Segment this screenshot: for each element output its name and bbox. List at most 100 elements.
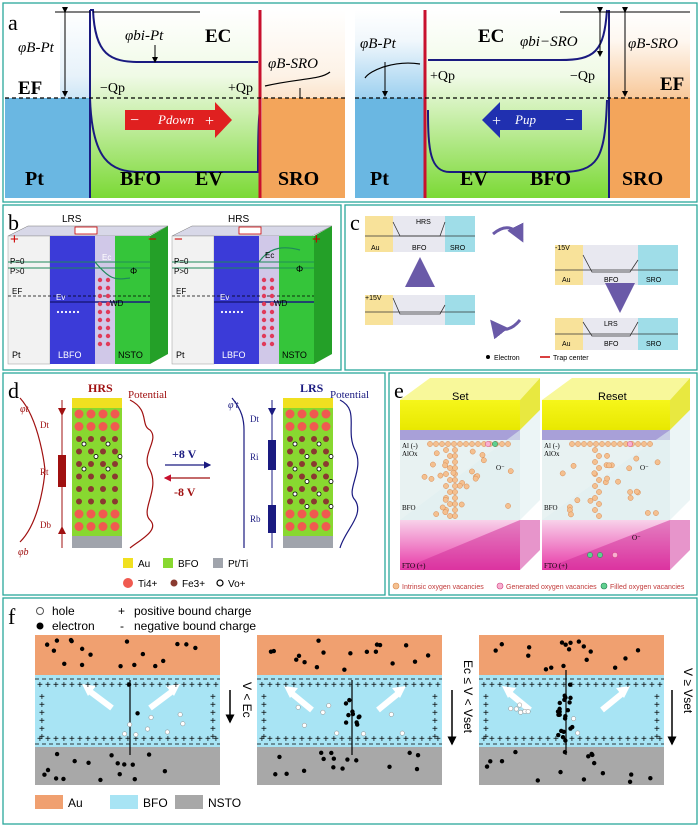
b-right-p0: P=0 bbox=[174, 257, 189, 266]
vo-vacancy bbox=[329, 480, 333, 484]
electron bbox=[500, 642, 504, 646]
oxygen-vacancy bbox=[451, 441, 456, 446]
fe-ion bbox=[299, 436, 305, 442]
oxygen-vacancy bbox=[452, 513, 457, 518]
bound-charge: + bbox=[141, 734, 147, 745]
fe-ion bbox=[311, 486, 317, 492]
b-right-minus: − bbox=[174, 231, 183, 248]
d-legend-vo-marker bbox=[217, 580, 223, 586]
a-left-neg-qp: −Qp bbox=[100, 81, 125, 96]
oxygen-vacancy bbox=[596, 501, 601, 506]
a-right-ef: EF bbox=[660, 74, 684, 95]
bound-charge: + bbox=[85, 680, 91, 691]
oxygen-vacancy bbox=[473, 476, 478, 481]
bound-charge: + bbox=[259, 680, 265, 691]
b-right-lbfo: LBFO bbox=[222, 350, 246, 360]
a-left-pdown: Pdown bbox=[157, 112, 194, 127]
bound-charge: + bbox=[489, 734, 495, 745]
oxygen-vacancy bbox=[568, 512, 573, 517]
hole bbox=[361, 732, 365, 736]
d-lrs-diode bbox=[268, 408, 276, 416]
bound-charge: + bbox=[601, 734, 607, 745]
ti-ion bbox=[87, 522, 96, 531]
carrier-dot bbox=[61, 311, 63, 313]
vo-vacancy bbox=[94, 455, 98, 459]
oxygen-vacancy bbox=[592, 483, 597, 488]
electron bbox=[42, 772, 46, 776]
ti-ion bbox=[322, 410, 331, 419]
a-left-plus: + bbox=[205, 113, 214, 130]
bound-charge: + bbox=[213, 680, 219, 691]
d-legend-ti-marker bbox=[123, 578, 133, 588]
ti-ion bbox=[298, 410, 307, 419]
electron bbox=[563, 716, 567, 720]
b-right-nsto: NSTO bbox=[282, 350, 307, 360]
electron bbox=[485, 764, 489, 768]
electron bbox=[365, 650, 369, 654]
oxygen-vacancy bbox=[588, 498, 593, 503]
carrier-dot bbox=[221, 311, 223, 313]
e-reset: Reset bbox=[598, 391, 627, 403]
fe-ion bbox=[287, 461, 293, 467]
oxygen-vacancy bbox=[634, 489, 639, 494]
oxygen-vacancy bbox=[635, 441, 640, 446]
bound-charge: + bbox=[149, 680, 155, 691]
fe-ion bbox=[88, 474, 94, 480]
ti-ion bbox=[322, 522, 331, 531]
bound-charge: + bbox=[657, 680, 663, 691]
oxygen-vacancy bbox=[615, 479, 620, 484]
electron bbox=[122, 762, 126, 766]
fe-ion bbox=[88, 449, 94, 455]
d-lrs-barrier bbox=[232, 398, 244, 548]
oxygen-vacancy bbox=[596, 477, 601, 482]
f-legend-nsto: NSTO bbox=[208, 796, 241, 810]
d-dt: Dt bbox=[40, 420, 49, 430]
panel-a-letter: a bbox=[8, 10, 18, 35]
hole bbox=[302, 723, 306, 727]
bound-charge: + bbox=[483, 732, 489, 743]
bound-charge: + bbox=[521, 734, 527, 745]
electron bbox=[88, 652, 92, 656]
electron bbox=[549, 665, 553, 669]
bound-charge: + bbox=[77, 734, 83, 745]
electron bbox=[559, 729, 563, 733]
vo-vacancy bbox=[82, 467, 86, 471]
electron bbox=[132, 663, 136, 667]
c-legend-trap: Trap center bbox=[553, 355, 589, 362]
carrier-dot bbox=[229, 311, 231, 313]
hole bbox=[334, 731, 338, 735]
d-legend-ti: Ti4+ bbox=[138, 579, 158, 590]
vo-vacancy bbox=[293, 442, 297, 446]
hole bbox=[575, 731, 579, 735]
defect-dot bbox=[106, 302, 110, 306]
oxygen-vacancy bbox=[445, 441, 450, 446]
c-hrs-bfo: BFO bbox=[412, 245, 427, 252]
hole bbox=[389, 712, 393, 716]
bound-charge: + bbox=[109, 734, 115, 745]
fe-ion bbox=[112, 461, 118, 467]
bound-charge: + bbox=[315, 734, 321, 745]
d-phi-t-prime: φ't bbox=[228, 400, 239, 411]
fe-ion bbox=[323, 436, 329, 442]
bound-charge: + bbox=[283, 680, 289, 691]
vo-vacancy bbox=[329, 455, 333, 459]
oxygen-vacancy bbox=[439, 441, 444, 446]
electron bbox=[387, 765, 391, 769]
bound-charge: + bbox=[37, 680, 43, 691]
electron bbox=[589, 649, 593, 653]
f-panel-2 bbox=[257, 635, 442, 785]
a-right-plus: + bbox=[492, 113, 501, 130]
ti-ion bbox=[322, 422, 331, 431]
electron bbox=[69, 638, 73, 642]
vo-vacancy bbox=[317, 442, 321, 446]
electron bbox=[302, 769, 306, 773]
f-legend-electron-marker bbox=[37, 623, 44, 630]
electron bbox=[568, 726, 572, 730]
b-right-pt: Pt bbox=[176, 350, 185, 360]
oxygen-vacancy bbox=[447, 477, 452, 482]
oxygen-vacancy bbox=[505, 441, 510, 446]
d-legend-bfo-swatch bbox=[163, 558, 173, 568]
ti-ion bbox=[111, 522, 120, 531]
a-right-bfo: BFO bbox=[530, 168, 571, 190]
bound-charge: + bbox=[505, 680, 511, 691]
